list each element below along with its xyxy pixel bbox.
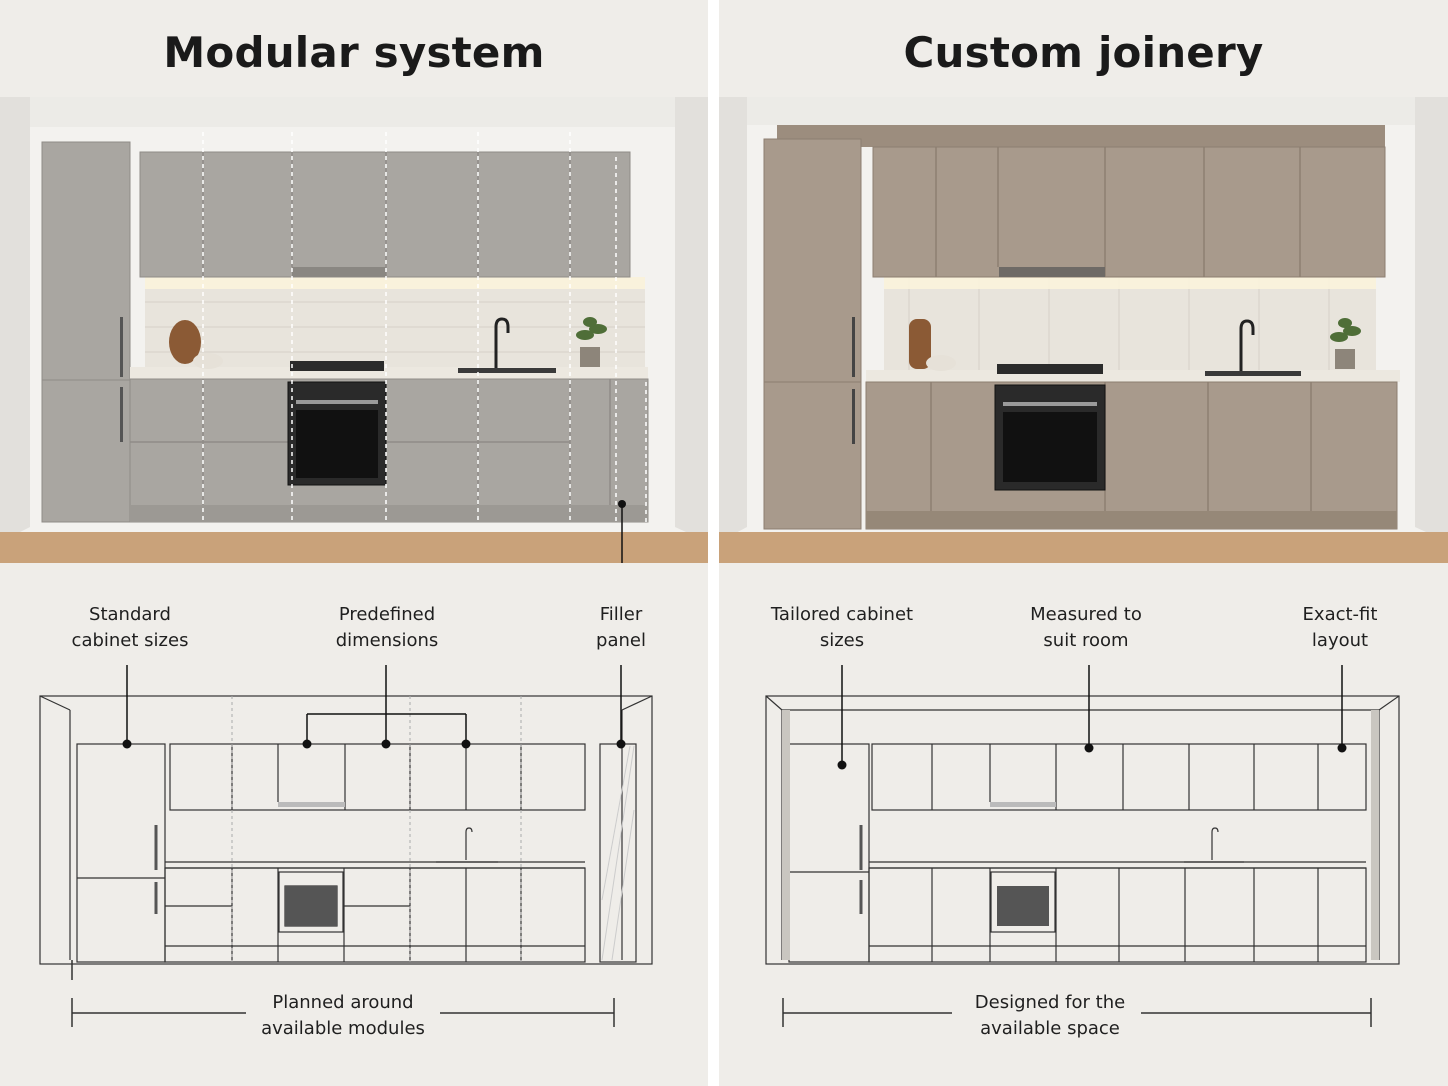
- custom-dimension-line: [782, 998, 1372, 1027]
- panel-divider: [708, 0, 719, 1086]
- modular-line-drawing: [39, 665, 653, 980]
- label-exact-fit-layout: Exact-fit layout: [1302, 604, 1378, 651]
- modular-title: Modular system: [163, 28, 545, 77]
- label-tailored-cabinet-sizes: Tailored cabinet sizes: [770, 604, 914, 651]
- custom-line-drawing: [765, 665, 1400, 965]
- label-measured-to-suit-room: Measured to suit room: [1030, 604, 1142, 651]
- custom-panel: Custom joinery: [719, 0, 1448, 1086]
- modular-dimension-line: [71, 998, 615, 1027]
- label-standard-cabinet-sizes: Standard cabinet sizes: [71, 604, 189, 651]
- label-designed-for-space: Designed for the available space: [974, 992, 1126, 1039]
- modular-kitchen-photo: [0, 97, 708, 563]
- modular-panel: Modular system: [0, 0, 708, 1086]
- label-planned-around-modules: Planned around available modules: [261, 992, 425, 1039]
- custom-kitchen-photo: [719, 97, 1448, 563]
- label-predefined-dimensions: Predefined dimensions: [335, 604, 439, 651]
- label-filler-panel: Filler panel: [596, 604, 646, 651]
- custom-title: Custom joinery: [903, 28, 1264, 77]
